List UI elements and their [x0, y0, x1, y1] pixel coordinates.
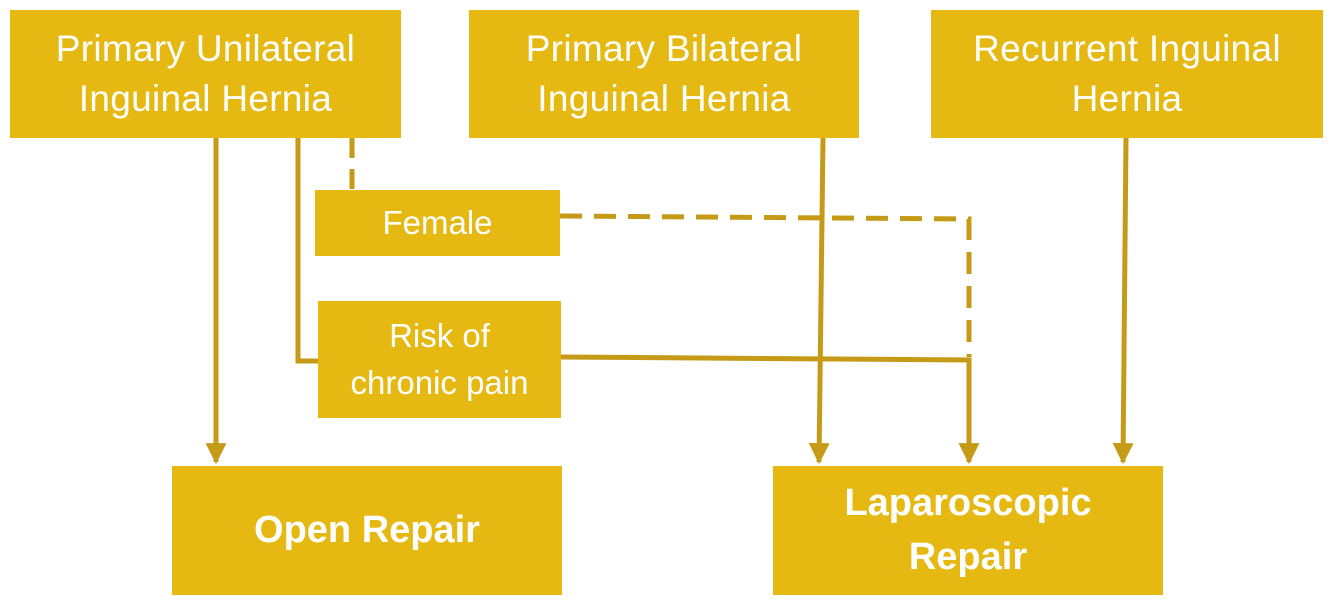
edge-recurrent-to-laparoscopic [1112, 137, 1134, 465]
edge-unilateral-to-chronic-pain [295, 138, 318, 364]
node-recurrent: Recurrent Inguinal Hernia [931, 10, 1323, 138]
node-female-label: Female [382, 203, 493, 241]
edge-female-to-laparoscopic [559, 213, 972, 357]
node-recurrent-label: Recurrent Inguinal Hernia [973, 27, 1281, 119]
edge-bilateral-to-laparoscopic [808, 137, 830, 465]
node-open-repair: Open Repair [172, 466, 562, 595]
node-primary-bilateral-label: Primary Bilateral Inguinal Hernia [525, 27, 803, 119]
node-laparoscopic-repair-label: Laparoscopic Repair [844, 482, 1092, 578]
edge-chronic-pain-to-laparoscopic [559, 354, 980, 465]
node-chronic-pain: Risk of chronic pain [318, 301, 561, 418]
node-female: Female [315, 190, 560, 256]
node-primary-unilateral: Primary Unilateral Inguinal Hernia [10, 10, 401, 138]
node-open-repair-label: Open Repair [254, 508, 480, 551]
node-primary-bilateral: Primary Bilateral Inguinal Hernia [469, 10, 859, 138]
node-laparoscopic-repair: Laparoscopic Repair [773, 466, 1163, 595]
node-primary-unilateral-label: Primary Unilateral Inguinal Hernia [55, 27, 356, 119]
node-chronic-pain-label: Risk of chronic pain [350, 317, 529, 401]
